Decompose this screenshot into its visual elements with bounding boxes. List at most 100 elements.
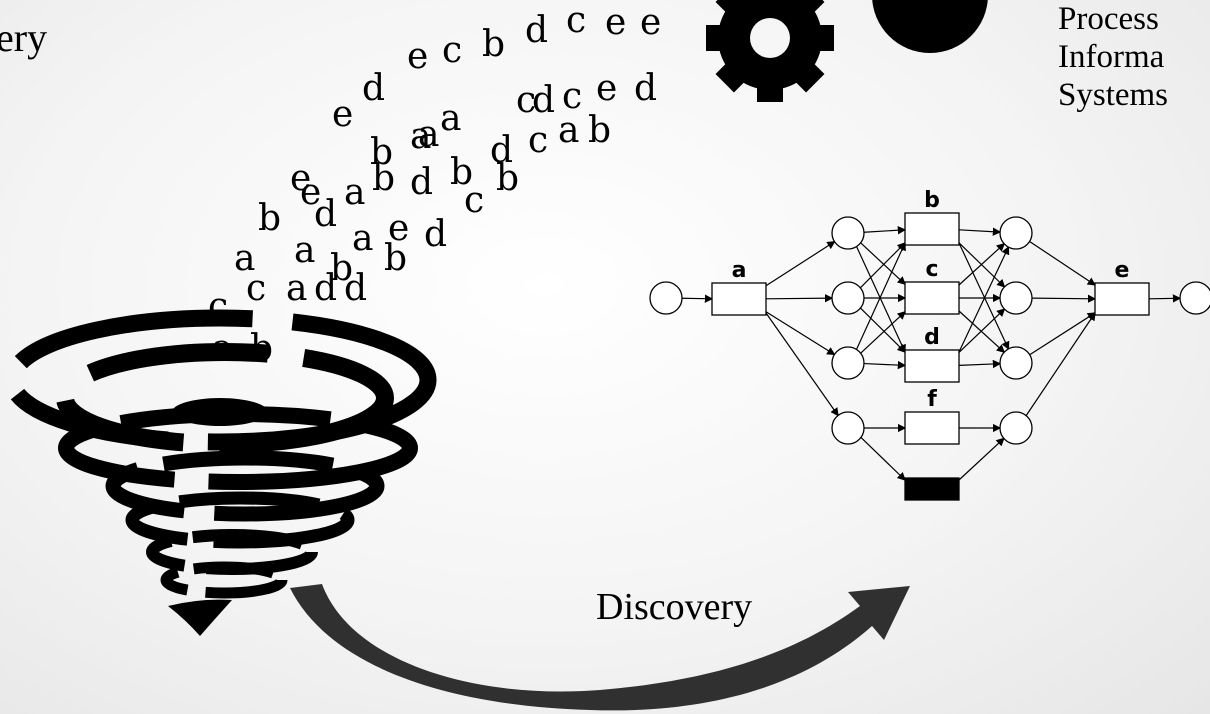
gear-right-icon	[872, 0, 988, 53]
petri-arc	[958, 246, 1010, 353]
event-letter: d	[424, 214, 447, 255]
event-letter: b	[482, 24, 505, 65]
petri-arc	[958, 359, 1002, 369]
event-letter: c	[464, 180, 484, 221]
petri-place	[999, 411, 1033, 445]
event-letter: a	[410, 116, 431, 157]
petri-place	[831, 346, 865, 380]
event-letter: e	[596, 68, 617, 109]
heading-line-2: Informa	[1058, 39, 1165, 75]
petri-place	[999, 281, 1033, 315]
event-letter: e	[290, 158, 311, 199]
petri-place	[831, 411, 865, 445]
petri-arc	[863, 226, 907, 235]
petri-place	[831, 281, 865, 315]
petri-place	[999, 346, 1033, 380]
event-letter: a	[234, 238, 255, 279]
event-letter: d	[344, 268, 367, 309]
petri-transition-d	[904, 349, 960, 383]
petri-transition-b	[904, 212, 960, 246]
event-letter: d	[314, 268, 337, 309]
discovery-label: Discovery	[596, 586, 753, 628]
event-letter: c	[562, 76, 582, 117]
event-letter: a	[286, 268, 307, 309]
event-letter: b	[450, 152, 473, 193]
event-letter: e	[388, 208, 409, 249]
event-letter: c	[516, 80, 536, 121]
petri-transition-c	[904, 281, 960, 315]
event-letter: d	[490, 130, 513, 171]
petri-arc	[958, 227, 1002, 236]
petri-arc	[1148, 294, 1182, 303]
event-letter: c	[246, 268, 266, 309]
petri-place	[831, 216, 865, 250]
petri-arc	[958, 242, 1010, 350]
petri-arc	[958, 308, 1006, 353]
event-letter: e	[332, 94, 353, 135]
event-letter: e	[407, 36, 428, 77]
petri-place	[649, 281, 683, 315]
event-letter: b	[258, 198, 281, 239]
event-letter: c	[442, 30, 462, 71]
event-letter: c	[528, 120, 548, 161]
petri-arc	[860, 307, 906, 353]
transition-label-b: b	[924, 188, 940, 213]
gears-icon	[706, 0, 988, 102]
petri-arc	[1029, 240, 1096, 286]
event-letter: a	[352, 218, 373, 259]
event-letter: e	[300, 172, 321, 213]
event-letter: a	[418, 114, 439, 155]
event-letter: c	[566, 0, 586, 41]
transition-label-a: a	[732, 258, 747, 283]
event-letter: a	[558, 110, 579, 151]
event-letter: a	[440, 98, 461, 139]
petri-arc	[860, 436, 906, 481]
transition-label-e: e	[1115, 258, 1130, 283]
discovery-arrow	[290, 584, 910, 711]
petri-transition-a	[711, 282, 767, 316]
event-letter: b	[372, 158, 395, 199]
event-letter: d	[314, 194, 337, 235]
heading-line-1: Process	[1058, 1, 1159, 37]
event-letter: d	[525, 10, 548, 51]
petri-arc	[860, 310, 906, 354]
event-letter: d	[634, 68, 657, 109]
event-letter: a	[344, 172, 365, 213]
petri-arc	[958, 437, 1005, 481]
petri-arc	[863, 360, 907, 370]
heading-line-3: Systems	[1058, 77, 1169, 113]
left-truncated-label: ery	[0, 15, 48, 60]
petri-arc	[860, 242, 906, 286]
gear-left-icon	[706, 0, 834, 102]
event-letter: d	[410, 162, 433, 203]
petri-arc	[765, 241, 836, 287]
petri-arc	[1029, 312, 1097, 356]
event-letter: b	[384, 238, 407, 279]
petri-arc	[958, 242, 1006, 286]
event-letter: b	[588, 110, 611, 151]
petri-arc	[859, 242, 906, 289]
event-letter: d	[532, 80, 555, 121]
event-letter: e	[605, 2, 626, 43]
petri-arc	[855, 241, 906, 350]
petri-place	[1179, 281, 1210, 315]
event-letter: b	[496, 158, 519, 199]
petri-transition-f	[904, 411, 960, 445]
event-letter: d	[362, 68, 385, 109]
petri-arc	[1031, 294, 1097, 303]
event-letter: b	[370, 132, 393, 173]
silent-transition	[904, 477, 960, 501]
petri-place	[999, 216, 1033, 250]
petri-arc	[855, 246, 906, 354]
event-letter: e	[640, 2, 661, 43]
event-letter: b	[330, 248, 353, 289]
petri-arc	[765, 294, 834, 303]
petri-transition-e	[1094, 282, 1150, 316]
transition-label-d: d	[924, 325, 940, 350]
petri-arc	[681, 294, 714, 303]
petri-arc	[765, 312, 839, 417]
tornado-icon	[3, 309, 437, 636]
